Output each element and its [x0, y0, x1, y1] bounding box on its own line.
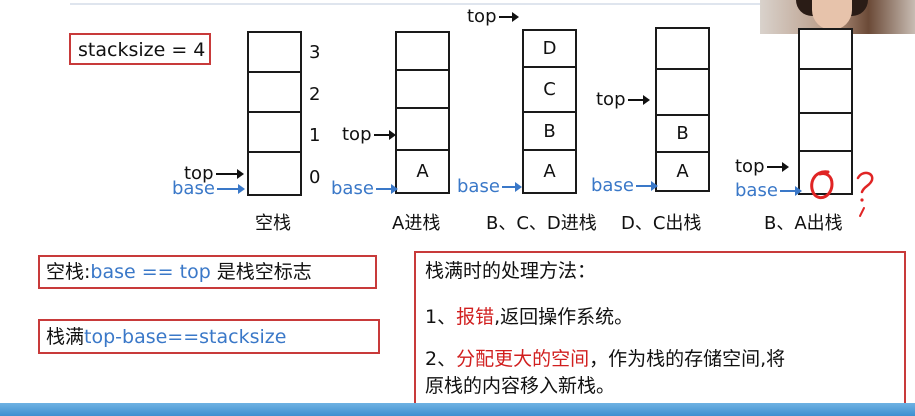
stack-caption: A进栈	[392, 213, 441, 234]
stack-caption: 空栈	[255, 213, 291, 234]
base-pointer: base	[457, 176, 522, 197]
stack-cell: A	[395, 149, 450, 194]
stacksize-label: stacksize = 4	[78, 39, 206, 61]
stack-cell: B	[655, 114, 710, 151]
stack-cell	[798, 28, 853, 68]
handling-item-1: 1、报错,返回操作系统。	[425, 306, 634, 328]
arrow-icon	[635, 180, 658, 191]
top-pointer: top	[342, 124, 396, 145]
stack-cell: A	[522, 149, 577, 194]
base-pointer: base	[172, 178, 245, 199]
empty-condition-prefix: 空栈:	[46, 261, 91, 283]
stack-cell	[798, 112, 853, 150]
stack-cell	[395, 107, 450, 149]
full-condition-box: 栈满top-base==stacksize	[38, 319, 380, 354]
bottom-bar	[0, 403, 915, 416]
top-pointer: top	[596, 89, 650, 110]
stacksize-box: stacksize = 4	[69, 33, 211, 65]
arrow-icon	[215, 168, 244, 179]
base-pointer: base	[591, 175, 658, 196]
arrow-icon	[501, 181, 522, 192]
base-pointer: base	[331, 178, 398, 199]
handling-item-2: 2、分配更大的空间，作为栈的存储空间,将	[425, 348, 786, 370]
stack-cell: A	[655, 151, 710, 192]
empty-condition-box: 空栈:base == top 是栈空标志	[38, 255, 377, 289]
top-pointer: top	[184, 163, 244, 184]
handling-title: 栈满时的处理方法：	[425, 260, 597, 282]
stack-cell: C	[522, 66, 577, 111]
index-3: 3	[309, 42, 321, 63]
top-pointer: top	[467, 6, 519, 27]
stack-cell	[247, 71, 302, 111]
arrow-icon	[373, 129, 396, 140]
arrow-icon	[216, 183, 245, 194]
full-handling-box: 栈满时的处理方法： 1、报错,返回操作系统。 2、分配更大的空间，作为栈的存储空…	[414, 251, 906, 407]
index-0: 0	[309, 167, 321, 188]
arrow-icon	[766, 161, 789, 172]
empty-condition-suffix: 是栈空标志	[210, 261, 312, 283]
index-2: 2	[309, 84, 321, 105]
full-condition-expr: top-base==stacksize	[84, 326, 287, 348]
stack-caption: D、C出栈	[621, 213, 702, 234]
stack-cell	[247, 151, 302, 196]
handwritten-annotation	[810, 170, 874, 217]
stack-cell: B	[522, 111, 577, 149]
arrow-icon	[498, 11, 519, 22]
stack-cell	[798, 68, 853, 112]
stack-cell	[655, 68, 710, 114]
arrow-icon	[375, 183, 398, 194]
stack-caption: B、A出栈	[764, 213, 843, 234]
stack-cell	[247, 31, 302, 71]
stack-cell	[655, 27, 710, 68]
full-condition-prefix: 栈满	[46, 326, 85, 348]
index-1: 1	[309, 125, 321, 146]
top-pointer: top	[735, 156, 789, 177]
stack-cell	[395, 31, 450, 69]
stack-cell	[395, 69, 450, 107]
stack-caption: B、C、D进栈	[486, 213, 597, 234]
stack-cell: D	[522, 29, 577, 66]
base-pointer: base	[735, 180, 802, 201]
empty-condition-expr: base == top	[90, 261, 211, 283]
arrow-icon	[779, 185, 802, 196]
stack-cell	[247, 111, 302, 151]
handling-item-2-line-2: 原栈的内容移入新栈。	[425, 375, 616, 397]
slide-top-rule	[70, 3, 760, 5]
arrow-icon	[627, 94, 650, 105]
